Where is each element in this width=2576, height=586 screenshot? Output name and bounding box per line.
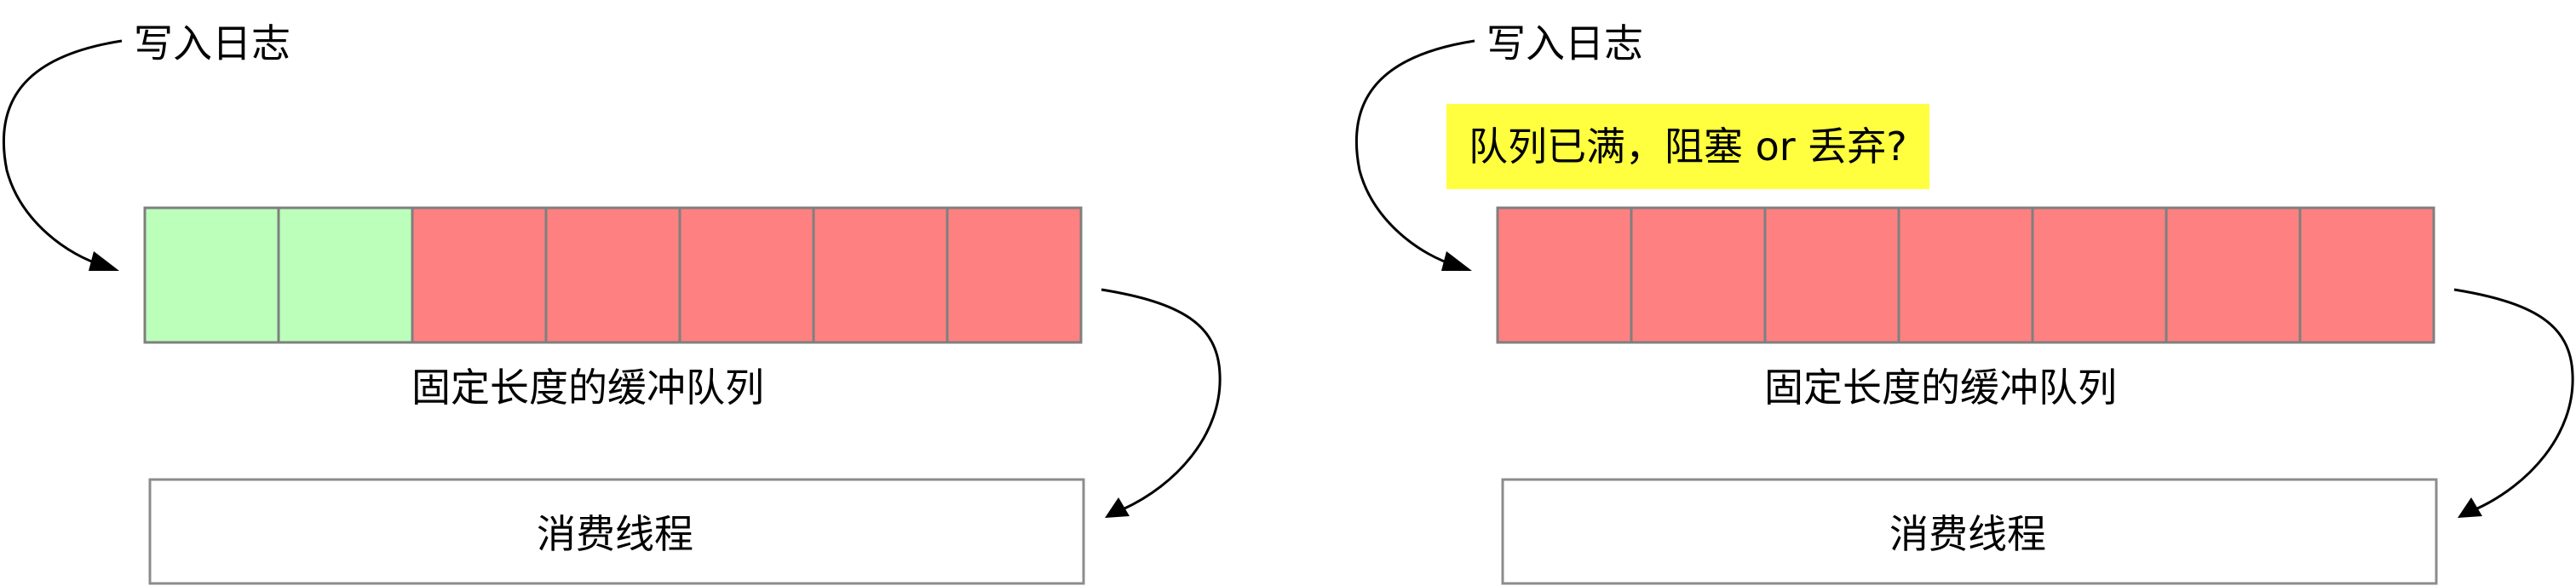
write-arrow-curve <box>1354 39 1475 267</box>
panel-normal <box>2 39 1222 585</box>
write-arrow-curve <box>2 39 123 267</box>
queue-slot-used <box>946 206 1083 344</box>
consume-arrow-curve <box>1101 288 1222 511</box>
consumer-label-left: 消费线程 <box>537 511 693 557</box>
queue-slot-used <box>2165 206 2302 344</box>
queue-slot-used <box>1897 206 2034 344</box>
queue-full-callout: 队列已满，阻塞 or 丢弃? <box>1446 104 1929 189</box>
panel-full <box>1354 39 2574 585</box>
queue-slot-used <box>1630 206 1767 344</box>
queue-slot-used <box>544 206 681 344</box>
queue-slot-used <box>1496 206 1633 344</box>
queue-label-right: 固定长度的缓冲队列 <box>1764 365 2117 411</box>
consume-arrow-head <box>2458 497 2482 518</box>
queue-label-left: 固定长度的缓冲队列 <box>411 365 764 411</box>
consumer-box <box>1501 478 2438 585</box>
queue-slot-used <box>2298 206 2435 344</box>
queue-slot-free <box>143 206 280 344</box>
consume-arrow-head <box>1105 497 1130 518</box>
write-log-label-left: 写入日志 <box>134 20 290 66</box>
queue-slot-free <box>277 206 414 344</box>
consumer-box <box>148 478 1085 585</box>
queue-slot-used <box>812 206 949 344</box>
write-arrow-head <box>89 251 119 271</box>
write-log-label-right: 写入日志 <box>1486 20 1643 66</box>
queue-slot-used <box>678 206 815 344</box>
queue-slot-used <box>1763 206 1900 344</box>
queue-slot-used <box>411 206 548 344</box>
queue-slot-used <box>2031 206 2168 344</box>
consumer-label-right: 消费线程 <box>1889 511 2046 557</box>
consume-arrow-curve <box>2453 288 2574 511</box>
write-arrow-head <box>1441 251 1472 271</box>
